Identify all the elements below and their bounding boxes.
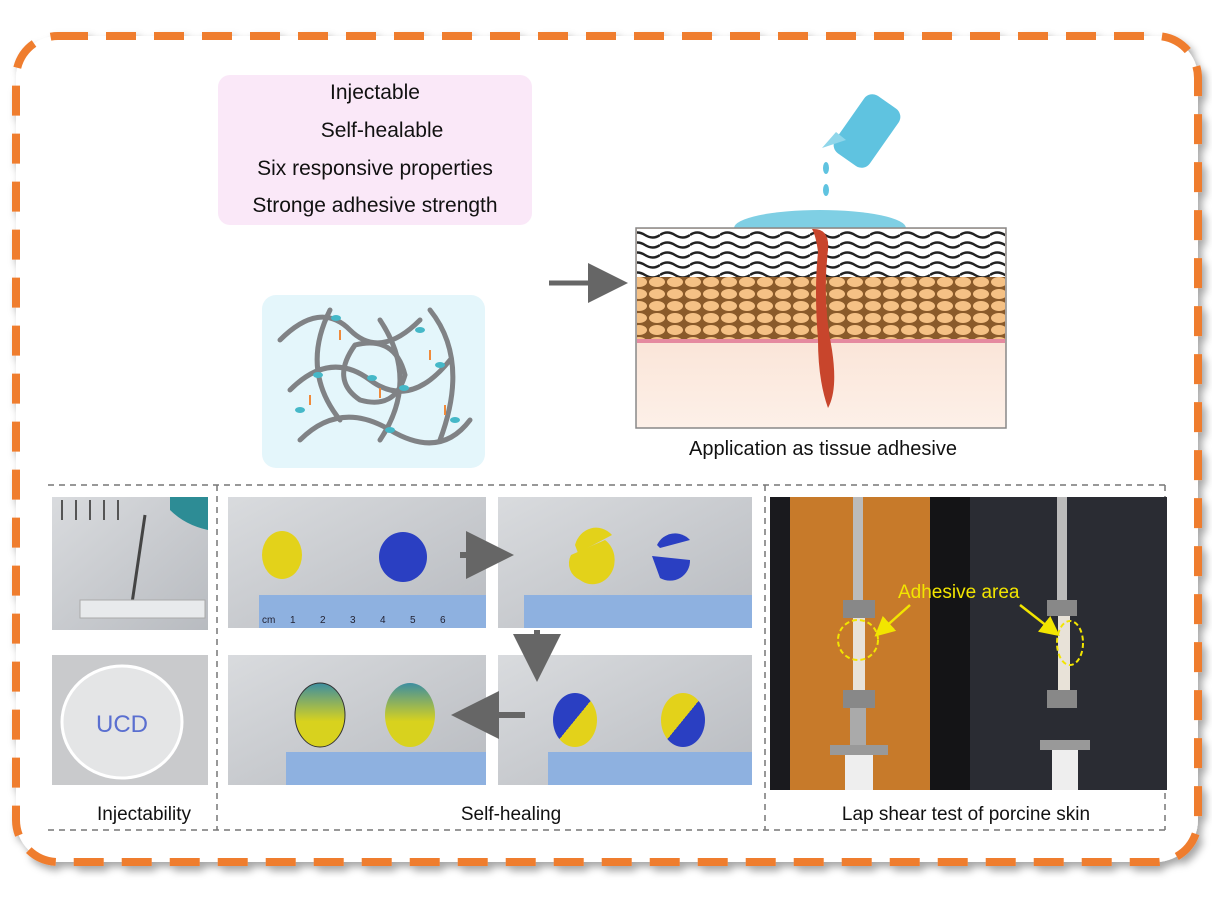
properties-box: Injectable Self-healable Six responsive … (218, 75, 532, 225)
property-injectable: Injectable (330, 81, 420, 104)
photo-rejoined (498, 655, 752, 785)
ruler-tick: 3 (350, 615, 356, 626)
dropper-bottle-icon (822, 94, 901, 196)
lap-shear-panel: Adhesive area Lap shear test of porcine … (770, 497, 1167, 825)
skin-tissue-illustration (635, 210, 1007, 429)
lap-shear-caption: Lap shear test of porcine skin (842, 804, 1090, 825)
dish-text: UCD (96, 711, 148, 738)
ruler-tick: 1 (290, 615, 296, 626)
property-self-healable: Self-healable (321, 119, 444, 142)
ruler-tick: 6 (440, 615, 446, 626)
adhesive-area-annotation: Adhesive area (898, 582, 1020, 603)
ruler-tick: 5 (410, 615, 416, 626)
ruler-tick: 2 (320, 615, 326, 626)
property-adhesive-strength: Stronge adhesive strength (252, 194, 497, 217)
ruler-tick: 4 (380, 615, 386, 626)
injectability-panel: UCD Injectability (52, 497, 208, 825)
property-responsive: Six responsive properties (257, 157, 493, 180)
lap-shear-photo (770, 497, 1167, 790)
ruler-unit: cm (262, 615, 275, 626)
photo-original (228, 497, 486, 628)
hydrogel-network-illustration (262, 295, 485, 468)
self-healing-caption: Self-healing (461, 804, 561, 825)
photo-cut (498, 497, 752, 628)
photo-healed (228, 655, 486, 785)
application-caption: Application as tissue adhesive (689, 438, 957, 460)
injection-photo (52, 497, 208, 630)
petri-dish-photo: UCD (52, 655, 208, 785)
ruler-tick-labels: cm 1 2 3 4 5 6 (262, 615, 446, 626)
self-healing-panel: cm 1 2 3 4 5 6 Self-healing (228, 497, 752, 825)
injectability-caption: Injectability (97, 804, 191, 825)
